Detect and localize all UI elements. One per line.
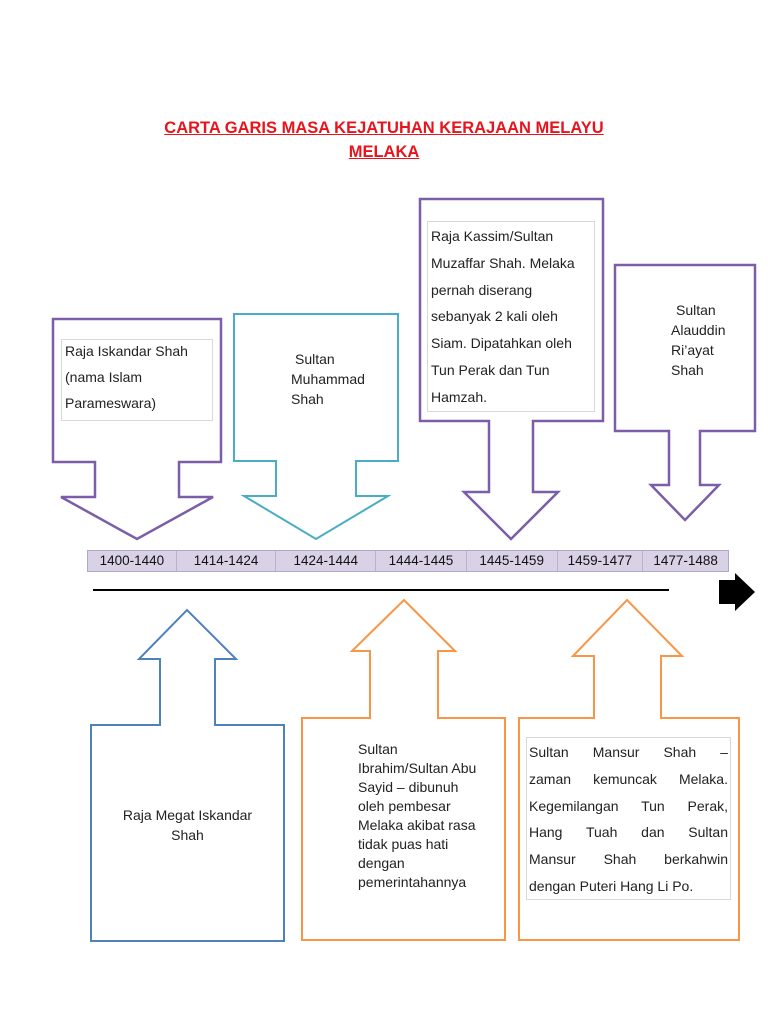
box2-line: Shah <box>291 391 324 407</box>
bottom-box2-line: Ibrahim/Sultan Abu <box>358 760 477 776</box>
bottom-box1-line: Raja Megat Iskandar <box>122 807 253 823</box>
box3-line: Raja Kassim/Sultan <box>431 228 554 244</box>
period-cell: 1445-1459 <box>467 551 558 571</box>
box4-line: Sultan <box>676 302 716 318</box>
title-line-2: MELAKA <box>348 143 420 161</box>
bottom-box2-line: oleh pembesar <box>358 798 451 814</box>
bottom-box3-line: Hang Tuah dan Sultan <box>529 824 728 841</box>
period-cell: 1459-1477 <box>558 551 644 571</box>
period-cell: 1400-1440 <box>88 551 177 571</box>
box4-line: Shah <box>671 362 704 378</box>
box3-text: Raja Kassim/Sultan Muzaffar Shah. Melaka… <box>427 221 595 412</box>
bottom-box3-line: dengan Puteri Hang Li Po. <box>529 877 694 894</box>
box1-line: (nama Islam <box>65 369 143 385</box>
box4-text: Sultan Alauddin Ri’ayat Shah <box>662 300 752 380</box>
box3-line: Muzaffar Shah. Melaka <box>431 254 575 271</box>
box4-line: Alauddin <box>671 322 726 338</box>
box4-line: Ri’ayat <box>671 342 714 358</box>
callout-sultan-muhammad-shah <box>233 313 399 541</box>
period-cell: 1414-1424 <box>177 551 277 571</box>
bottom-box3-line: Sultan Mansur Shah – <box>529 744 728 760</box>
box3-line: Hamzah. <box>431 388 488 405</box>
box3-line: sebanyak 2 kali oleh <box>431 308 558 325</box>
title-line-1: CARTA GARIS MASA KEJATUHAN KERAJAAN MELA… <box>164 119 604 137</box>
bottom-box2-line: dengan <box>358 855 405 871</box>
bottom-box2-line: Sultan <box>358 741 398 757</box>
callout-sultan-ibrahim-abu-sayid <box>301 598 506 941</box>
bottom-box3-line: Kegemilangan Tun Perak, <box>529 797 728 814</box>
box1-line: Parameswara) <box>65 395 157 411</box>
bottom-box3-line: Mansur Shah berkahwin <box>529 851 728 868</box>
period-cell: 1477-1488 <box>653 553 718 568</box>
period-cell: 1424-1444 <box>276 551 377 571</box>
page-title: CARTA GARIS MASA KEJATUHAN KERAJAAN MELA… <box>0 116 768 164</box>
bottom-box2-line: pemerintahannya <box>358 874 467 890</box>
box3-line: Tun Perak dan Tun <box>431 361 550 378</box>
bottom-box2-line: Melaka akibat rasa <box>358 817 476 833</box>
box3-line: Siam. Dipatahkan oleh <box>431 335 572 352</box>
callout-sultan-alauddin-riayat-shah <box>613 263 757 522</box>
timeline-periods: 1400-1440 1414-1424 1424-1444 1444-1445 … <box>87 550 729 572</box>
box3-line: pernah diserang <box>431 281 533 298</box>
bottom-box2-line: tidak puas hati <box>358 836 449 852</box>
box1-line: Raja Iskandar Shah <box>65 343 188 359</box>
bottom-box2-line: Sayid – dibunuh <box>358 779 459 795</box>
period-cell: 1444-1445 <box>376 551 467 571</box>
timeline-arrow-head <box>719 573 755 611</box>
box1-text: Raja Iskandar Shah (nama Islam Parameswa… <box>61 339 213 421</box>
box2-line: Muhammad <box>291 371 365 387</box>
bottom-box3-text: Sultan Mansur Shah – zaman kemuncak Mela… <box>526 737 731 900</box>
bottom-box3-line: zaman kemuncak Melaka. <box>529 770 728 787</box>
box2-line: Sultan <box>295 351 335 367</box>
bottom-box2-text: Sultan Ibrahim/Sultan Abu Sayid – dibunu… <box>358 740 503 892</box>
bottom-box1-line: Shah <box>171 827 204 843</box>
callout-raja-megat-iskandar-shah <box>90 608 285 942</box>
bottom-box1-text: Raja Megat Iskandar Shah <box>95 805 280 845</box>
box2-text: Sultan Muhammad Shah <box>291 349 391 409</box>
